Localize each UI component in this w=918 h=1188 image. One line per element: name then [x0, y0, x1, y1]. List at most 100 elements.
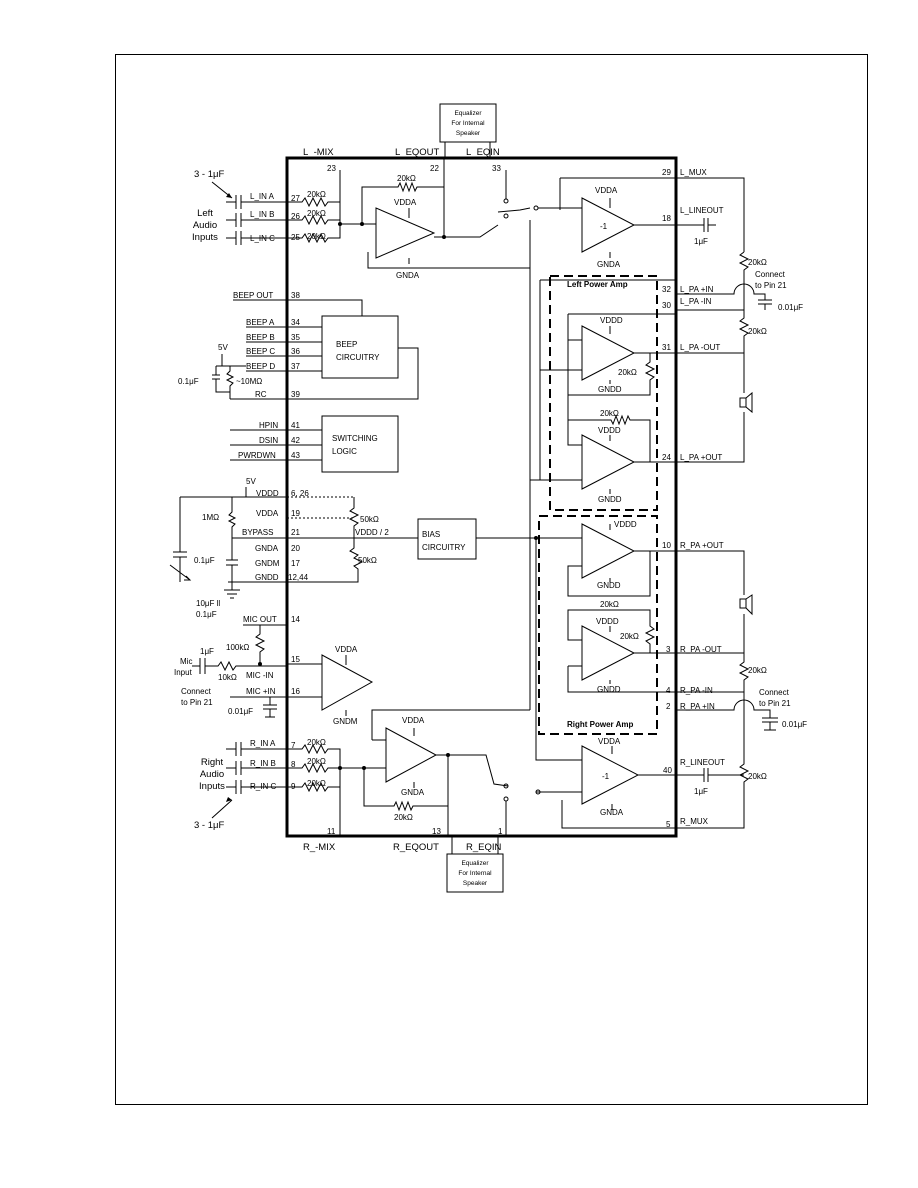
switching-logic-box — [321, 415, 399, 473]
beep-res: ~10MΩ — [236, 377, 262, 386]
r-pa-minus-out: R_PA -OUT — [680, 645, 722, 654]
svg-text:GNDM: GNDM — [333, 717, 358, 726]
svg-text:43: 43 — [291, 451, 300, 460]
mic-input-2: Input — [174, 668, 193, 677]
mic-cap: 1μF — [200, 647, 214, 656]
res-l-a: 20kΩ — [307, 190, 326, 199]
l-eqin-label: L_EQIN — [466, 147, 500, 158]
right-inputs-line2: Audio — [200, 769, 224, 780]
svg-text:38: 38 — [291, 291, 300, 300]
l-mix-pin: 23 — [327, 164, 336, 173]
caps-bottom-label: 3 - 1μF — [194, 820, 224, 831]
res-1m: 1MΩ — [202, 513, 219, 522]
svg-text:GNDA: GNDA — [401, 788, 425, 797]
svg-text:26: 26 — [291, 212, 300, 221]
r-mux-name: R_MUX — [680, 817, 709, 826]
res-feedback-l: 20kΩ — [397, 174, 416, 183]
svg-text:GNDM: GNDM — [255, 559, 280, 568]
svg-text:VDDD: VDDD — [596, 617, 619, 626]
l-mux-pin: 29 — [662, 168, 671, 177]
svg-text:VDDA: VDDA — [598, 737, 621, 746]
svg-text:VDDA: VDDA — [402, 716, 425, 725]
r-mix-pin: 11 — [327, 827, 336, 836]
l-pa-plus-out: L_PA +OUT — [680, 453, 722, 462]
svg-text:41: 41 — [291, 421, 300, 430]
eq-bottom-line2: For Internal — [458, 870, 492, 877]
svg-text:VDDD: VDDD — [614, 520, 637, 529]
svg-text:GNDA: GNDA — [597, 260, 621, 269]
left-pa-amp-1 — [581, 325, 636, 381]
svg-text:L_IN B: L_IN B — [250, 210, 274, 219]
res-r-pa1: 20kΩ — [600, 600, 619, 609]
mic-out-label: MIC OUT — [243, 615, 277, 624]
res-r-pa2: 20kΩ — [620, 632, 639, 641]
power-pins: VDDD 6, 26 VDDA 19 BYPASS 21 GNDA 20 GND… — [242, 489, 309, 582]
svg-text:27: 27 — [291, 194, 300, 203]
svg-text:VDDA: VDDA — [595, 186, 618, 195]
beep-5v: 5V — [218, 343, 228, 352]
svg-text:7: 7 — [291, 741, 296, 750]
r-mix-label: R_-MIX — [303, 842, 336, 853]
svg-text:BEEP A: BEEP A — [246, 318, 275, 327]
svg-text:36: 36 — [291, 347, 300, 356]
speaker-left-icon — [739, 391, 753, 414]
l-lineout-name: L_LINEOUT — [680, 206, 724, 215]
res-r-c: 20kΩ — [307, 779, 326, 788]
svg-text:3: 3 — [666, 645, 671, 654]
left-lineout-amp — [581, 197, 636, 253]
power-5v: 5V — [246, 477, 256, 486]
r-eqout-pin: 13 — [432, 827, 441, 836]
svg-text:CIRCUITRY: CIRCUITRY — [422, 543, 466, 552]
svg-text:6, 26: 6, 26 — [291, 489, 309, 498]
mic-input-1: Mic — [180, 657, 192, 666]
svg-text:CIRCUITRY: CIRCUITRY — [336, 353, 380, 362]
mic-cap2: 0.01μF — [228, 707, 253, 716]
right-power-amp-label: Right Power Amp — [567, 720, 633, 729]
svg-text:37: 37 — [291, 362, 300, 371]
svg-text:24: 24 — [662, 453, 671, 462]
left-input-b: L_IN B 26 — [226, 210, 300, 227]
svg-text:8: 8 — [291, 760, 296, 769]
l-mux-name: L_MUX — [680, 168, 707, 177]
res-ext-3: 20kΩ — [748, 666, 767, 675]
res-bias-bot: 50kΩ — [358, 556, 377, 565]
svg-text:BEEP C: BEEP C — [246, 347, 275, 356]
svg-text:GNDD: GNDD — [597, 685, 621, 694]
svg-text:SWITCHING: SWITCHING — [332, 434, 378, 443]
right-pa-amp-2 — [581, 625, 636, 681]
res-l-pa2: 20kΩ — [600, 409, 619, 418]
l-lineout-cap: 1μF — [694, 237, 708, 246]
right-mixer-amp — [385, 727, 438, 783]
r-eqin-pin: 1 — [498, 827, 503, 836]
l-pa-minus-out: L_PA -OUT — [680, 343, 720, 352]
ground-icon — [224, 582, 240, 599]
beep-cap: 0.1μF — [178, 377, 199, 386]
res-ext-4: 20kΩ — [748, 772, 767, 781]
equalizer-bottom-box: Equalizer For Internal Speaker — [446, 853, 504, 893]
svg-text:12,44: 12,44 — [288, 573, 309, 582]
right-lineout-gain: -1 — [602, 772, 610, 781]
svg-text:42: 42 — [291, 436, 300, 445]
right-input-b: R_IN B 8 — [226, 759, 296, 775]
eq-top-line1: Equalizer — [454, 110, 482, 117]
eq-bottom-line1: Equalizer — [461, 860, 489, 867]
res-l-b: 20kΩ — [307, 209, 326, 218]
left-inputs-line2: Audio — [193, 220, 217, 231]
r-pa-plus-in: R_PA +IN — [680, 702, 715, 711]
left-input-a: L_IN A 27 — [226, 192, 300, 209]
svg-text:39: 39 — [291, 390, 300, 399]
beep-pins: BEEP A 34 BEEP B 35 BEEP C 36 BEEP D 37 … — [230, 318, 419, 400]
svg-text:VDDA: VDDA — [394, 198, 417, 207]
mic-plus-in: MIC +IN — [246, 687, 276, 696]
res-ext-top: 20kΩ — [748, 258, 767, 267]
svg-text:20: 20 — [291, 544, 300, 553]
right-input-a: R_IN A 7 — [226, 739, 296, 756]
diagram-frame — [115, 54, 868, 1105]
svg-text:15: 15 — [291, 655, 300, 664]
svg-text:VDDD: VDDD — [600, 316, 623, 325]
svg-text:GNDD: GNDD — [598, 385, 622, 394]
svg-text:BEEP D: BEEP D — [246, 362, 275, 371]
left-pa-amp-2 — [581, 434, 636, 490]
svg-text:35: 35 — [291, 333, 300, 342]
